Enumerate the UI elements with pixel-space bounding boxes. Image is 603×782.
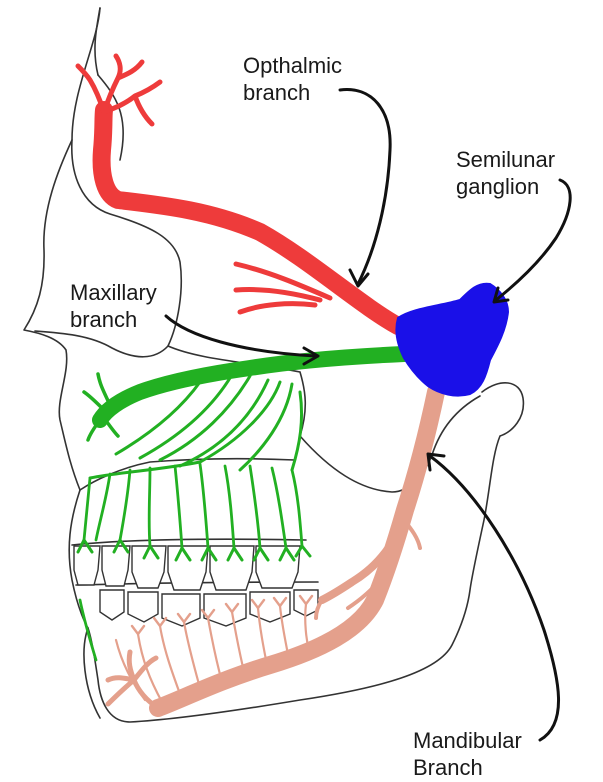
ophthalmic-leader-arrow <box>340 90 390 284</box>
maxillary-label-line1: Maxillary <box>70 279 157 306</box>
semilunar-label-line1: Semilunar <box>456 146 555 173</box>
mandibular-leader-arrow <box>430 456 559 740</box>
semilunar-ganglion-label: Semilunar ganglion <box>456 146 555 200</box>
maxillary-dental-plexus <box>90 376 302 478</box>
tooth-upper <box>132 546 166 588</box>
maxillary-leader-arrow <box>166 316 316 356</box>
maxillary-branch-label: Maxillary branch <box>70 279 157 333</box>
ophthalmic-twig <box>78 56 160 124</box>
tooth-lower <box>162 594 200 626</box>
tooth-upper <box>102 546 130 586</box>
ophthalmic-branch-label: Opthalmic branch <box>243 52 342 106</box>
upper-teeth <box>74 546 300 590</box>
mandibular-label-line1: Mandibular <box>413 727 522 754</box>
tooth-upper <box>168 546 208 590</box>
semilunar-label-line2: ganglion <box>456 173 555 200</box>
ophthalmic-label-line1: Opthalmic <box>243 52 342 79</box>
semilunar-ganglion <box>396 284 508 396</box>
ophthalmic-arrowhead <box>350 270 368 286</box>
ophthalmic-label-line2: branch <box>243 79 342 106</box>
tooth-lower <box>100 590 124 620</box>
mandibular-branch-label: Mandibular Branch <box>413 727 522 781</box>
maxillary-label-line2: branch <box>70 306 157 333</box>
tooth-lower <box>204 594 246 626</box>
mandibular-label-line2: Branch <box>413 754 522 781</box>
